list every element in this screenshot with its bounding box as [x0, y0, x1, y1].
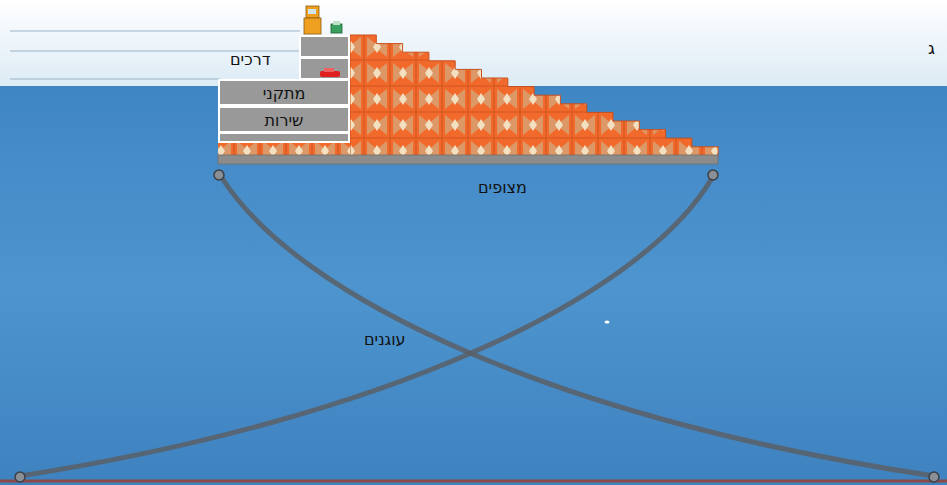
seabed-line [0, 480, 947, 483]
base-strip [218, 155, 718, 164]
anchor-cables [20, 178, 934, 476]
vehicles [304, 6, 342, 77]
service-facilities-box: מתקני שירות [219, 80, 349, 136]
figure-letter: ג [928, 38, 935, 58]
gray-panels [219, 36, 349, 142]
orange-block-staircase [350, 35, 718, 156]
buoys-label: מצופים [478, 178, 527, 197]
level-lines [10, 31, 300, 79]
box-label: דרכים [230, 50, 270, 69]
buoy-dot [605, 321, 610, 324]
orange-block-staircase [350, 35, 718, 156]
roads-box: דרכים [300, 36, 349, 79]
anchors-label: עוגנים [364, 330, 406, 349]
box-label: מתקני שירות [249, 80, 319, 134]
buoy-anchor-points [15, 170, 939, 482]
